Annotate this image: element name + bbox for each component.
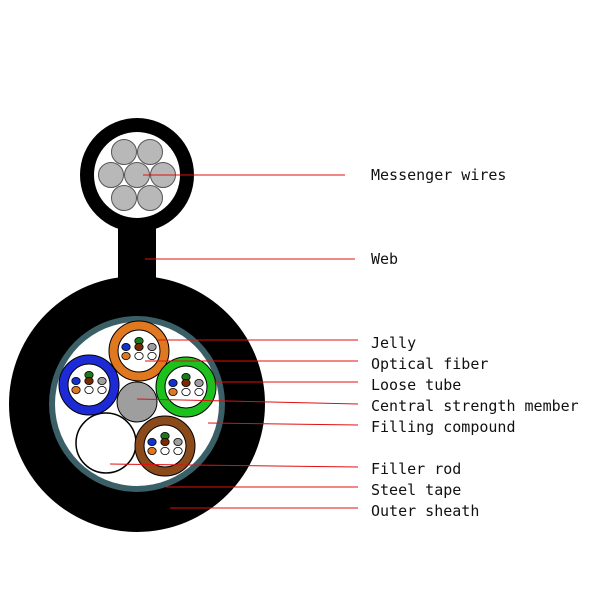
- label-jelly: Jelly: [371, 334, 416, 352]
- optical-fiber: [173, 446, 183, 455]
- optical-fiber: [97, 376, 107, 385]
- label-messenger-wires: Messenger wires: [371, 166, 506, 184]
- optical-fiber: [160, 437, 170, 446]
- messenger-wire-strand: [111, 139, 137, 165]
- label-optical-fiber: Optical fiber: [371, 355, 488, 373]
- messenger-wire-strand: [137, 185, 163, 211]
- optical-fiber: [194, 387, 204, 396]
- loose-tube: [58, 354, 120, 416]
- label-central-strength-member: Central strength member: [371, 397, 579, 415]
- leader-lines: [109, 174, 359, 509]
- optical-fiber: [84, 385, 94, 394]
- messenger-assembly: [80, 118, 194, 232]
- optical-fiber: [168, 387, 178, 396]
- label-loose-tube: Loose tube: [371, 376, 461, 394]
- optical-fiber: [147, 342, 157, 351]
- optical-fiber: [173, 437, 183, 446]
- loose-tube: [108, 320, 170, 382]
- optical-fiber: [181, 387, 191, 396]
- main-cable: [9, 276, 265, 532]
- optical-fiber: [134, 342, 144, 351]
- optical-fiber: [71, 385, 81, 394]
- optical-fiber: [134, 351, 144, 360]
- optical-fiber: [147, 446, 157, 455]
- optical-fiber: [121, 351, 131, 360]
- leader-line: [207, 422, 359, 426]
- loose-tubes: [58, 320, 217, 477]
- optical-fiber: [160, 446, 170, 455]
- optical-fiber: [147, 437, 157, 446]
- optical-fiber: [147, 351, 157, 360]
- central-strength-member: [116, 381, 158, 423]
- loose-tube: [155, 356, 217, 418]
- messenger-wires: [98, 139, 176, 211]
- optical-fiber: [194, 378, 204, 387]
- optical-fiber: [97, 385, 107, 394]
- messenger-wire-strand: [137, 139, 163, 165]
- optical-fiber: [84, 376, 94, 385]
- messenger-wire-strand: [111, 185, 137, 211]
- label-filling-compound: Filling compound: [371, 418, 516, 436]
- optical-fiber: [121, 342, 131, 351]
- optical-fiber: [181, 378, 191, 387]
- label-outer-sheath: Outer sheath: [371, 502, 479, 520]
- label-filler-rod: Filler rod: [371, 460, 461, 478]
- loose-tube: [134, 415, 196, 477]
- leader-line: [109, 463, 359, 468]
- optical-fiber: [168, 378, 178, 387]
- messenger-wire-strand: [98, 162, 124, 188]
- leader-line: [136, 398, 359, 405]
- optical-fiber: [71, 376, 81, 385]
- label-steel-tape: Steel tape: [371, 481, 461, 499]
- label-web: Web: [371, 250, 398, 268]
